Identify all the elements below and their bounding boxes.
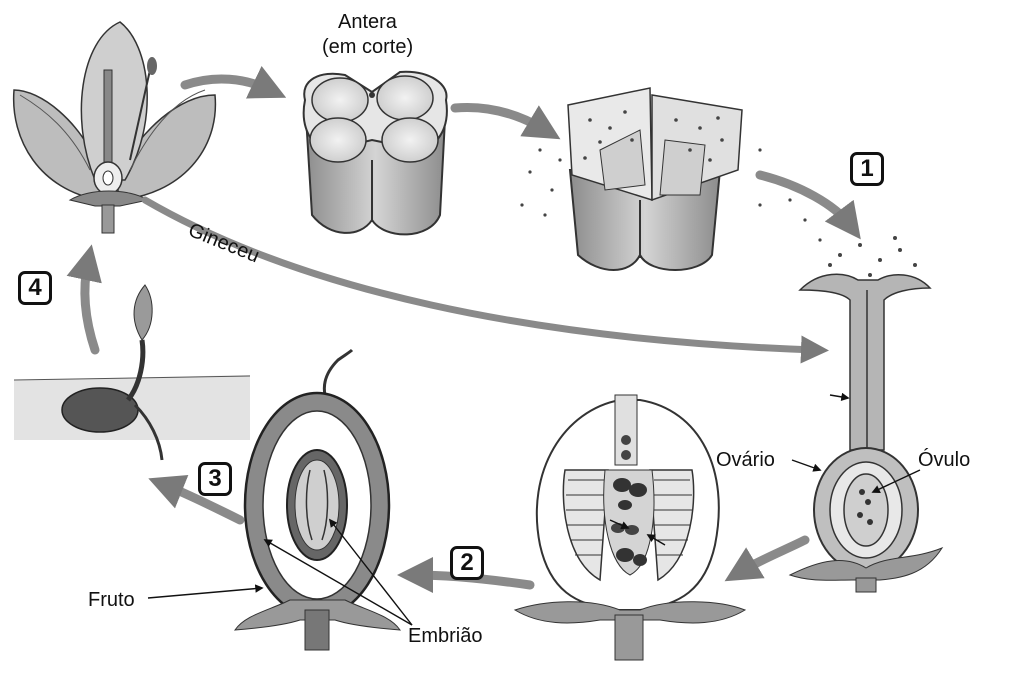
step-badge-4: 4 <box>18 271 52 305</box>
anther-cross-section <box>304 72 447 235</box>
ovule-fertilization-illustration <box>515 395 745 660</box>
fruit-illustration <box>235 350 400 650</box>
flower-illustration <box>14 22 216 233</box>
step-badge-3: 3 <box>198 462 232 496</box>
label-em-corte: (em corte) <box>322 37 413 57</box>
label-ovulo: Óvulo <box>918 450 970 470</box>
step-badge-2: 2 <box>450 546 484 580</box>
label-antera: Antera <box>338 12 397 32</box>
label-fruto: Fruto <box>88 590 135 610</box>
pistil-illustration <box>790 274 942 592</box>
label-ovario: Ovário <box>716 450 775 470</box>
label-embriao: Embrião <box>408 626 482 646</box>
germinating-seed-illustration <box>14 285 250 460</box>
step-badge-1: 1 <box>850 152 884 186</box>
